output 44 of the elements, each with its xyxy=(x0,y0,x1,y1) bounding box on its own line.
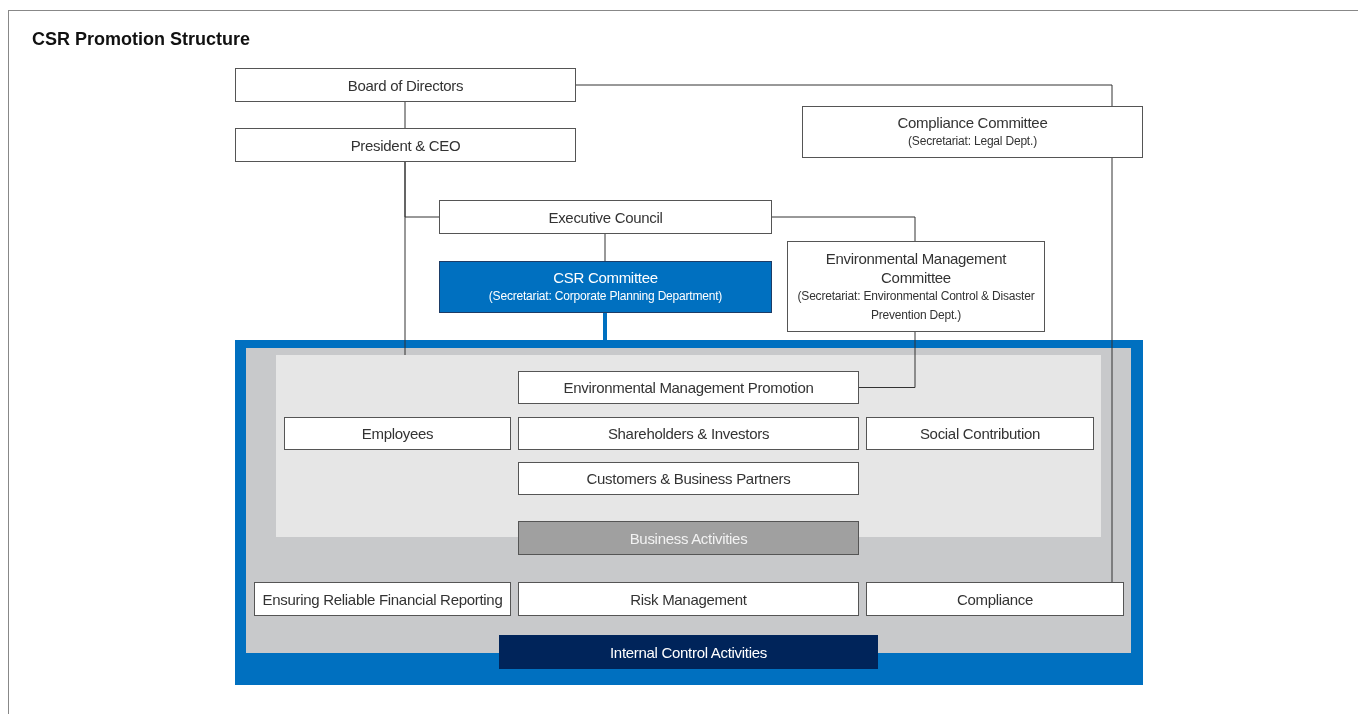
box-title: President & CEO xyxy=(350,135,461,155)
box-subtitle: (Secretariat: Environmental Control & Disaster Prevention Dept.) xyxy=(796,287,1036,324)
diagram-title: CSR Promotion Structure xyxy=(32,29,250,50)
org-box xyxy=(235,68,576,102)
box-title: Environmental Management Promotion xyxy=(563,378,814,397)
connector-line xyxy=(858,331,916,388)
box-title: Environmental Management Committee xyxy=(824,248,1008,287)
box-title: Internal Control Activities xyxy=(610,642,767,662)
box-title: Social Contribution xyxy=(919,424,1041,443)
box-title: Business Activities xyxy=(629,528,748,548)
connector-line xyxy=(1111,157,1113,583)
box-title: Employees xyxy=(361,424,434,443)
committee-box xyxy=(787,241,1045,332)
activity-box xyxy=(284,417,511,450)
activity-box xyxy=(518,417,859,450)
section-bar xyxy=(518,521,859,555)
box-title: CSR Committee xyxy=(553,268,658,287)
connector-line xyxy=(404,101,406,129)
box-title: Risk Management xyxy=(630,589,747,609)
connector-line xyxy=(404,161,406,356)
committee-box xyxy=(802,106,1143,158)
committee-box xyxy=(439,261,772,313)
box-title: Compliance Committee xyxy=(897,113,1048,132)
org-box xyxy=(235,128,576,162)
box-title: Board of Directors xyxy=(347,75,464,95)
activity-box xyxy=(518,462,859,495)
box-title: Customers & Business Partners xyxy=(586,469,791,488)
box-title: Ensuring Reliable Financial Reporting xyxy=(262,589,503,609)
activity-box xyxy=(254,582,511,616)
activity-box xyxy=(866,582,1124,616)
council-box xyxy=(439,200,772,234)
box-subtitle: (Secretariat: Corporate Planning Department) xyxy=(488,288,723,305)
box-title: Compliance xyxy=(956,589,1034,609)
activity-box xyxy=(518,582,859,616)
activity-box xyxy=(518,371,859,404)
connector-line xyxy=(603,313,607,340)
activity-box xyxy=(866,417,1094,450)
box-subtitle: (Secretariat: Legal Dept.) xyxy=(908,133,1037,150)
connector-line xyxy=(575,84,1113,107)
box-title: Shareholders & Investors xyxy=(607,424,770,443)
box-title: Executive Council xyxy=(548,207,663,227)
section-bar xyxy=(499,635,878,669)
connector-line xyxy=(604,233,606,262)
connector-line xyxy=(771,216,916,242)
